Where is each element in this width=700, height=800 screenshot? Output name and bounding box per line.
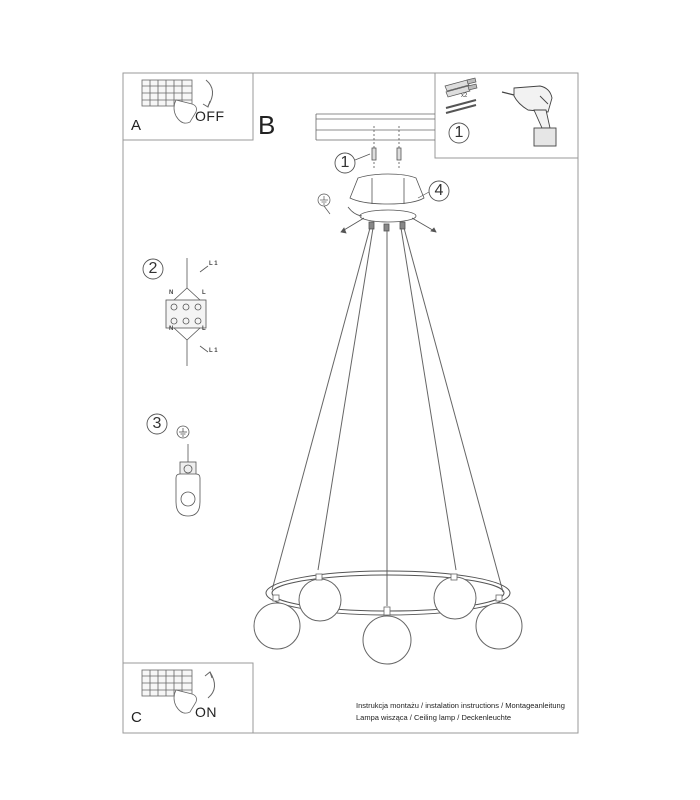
anchor-quantity: x2 [461, 93, 468, 99]
fuse-box-on-icon [141, 669, 215, 714]
globe-front-left [253, 602, 301, 650]
footer-instructions-title: Instrukcja montażu / instalation instruc… [356, 701, 565, 710]
wire-l1-bottom: L 1 [209, 348, 218, 354]
suspension-wires [271, 227, 504, 606]
panel-c-on-label: ON [195, 704, 217, 720]
wire-l-bottom: L [202, 326, 206, 332]
step-canopy-number: 4 [434, 182, 444, 199]
globe-back-right [433, 576, 477, 620]
globe-holders [272, 573, 503, 616]
wire-l1-top: L 1 [209, 261, 218, 267]
panel-a-box [122, 72, 254, 141]
sheet-border [122, 72, 579, 734]
globe-back-left [298, 578, 342, 622]
canopy-icon [340, 173, 437, 234]
globe-front-right [475, 602, 523, 650]
drill-icon [501, 85, 557, 147]
footer-product-type: Lampa wisząca / Ceiling lamp / Deckenleu… [356, 713, 512, 722]
step-anchor-number: 1 [340, 154, 350, 171]
wire-n-bottom: N [169, 326, 174, 332]
panel-b-letter: B [258, 110, 276, 140]
step-wiring-number: 2 [148, 260, 158, 277]
panel-c-letter: C [131, 709, 142, 726]
step-tools-number: 1 [454, 124, 464, 141]
step-leader-lines [354, 153, 430, 199]
panel-a-off-label: OFF [195, 108, 225, 124]
globe-front-center [362, 615, 412, 665]
earth-symbol-icon [317, 193, 331, 215]
ceiling-icon [315, 113, 435, 141]
wire-l-top: L [202, 290, 206, 296]
step-number-circles [142, 122, 470, 435]
earth-terminal-icon [175, 425, 201, 517]
fuse-box-off-icon [141, 79, 213, 124]
wiring-diagram-icon [165, 258, 209, 366]
wire-n-top: N [169, 290, 174, 296]
glass-globes [253, 576, 523, 665]
tools-box [434, 72, 579, 159]
mounting-screws-icon [371, 126, 402, 170]
step-earth-number: 3 [152, 415, 162, 432]
wall-anchors-icon [444, 77, 478, 114]
panel-c-box [122, 662, 254, 734]
panel-a-letter: A [131, 117, 142, 134]
